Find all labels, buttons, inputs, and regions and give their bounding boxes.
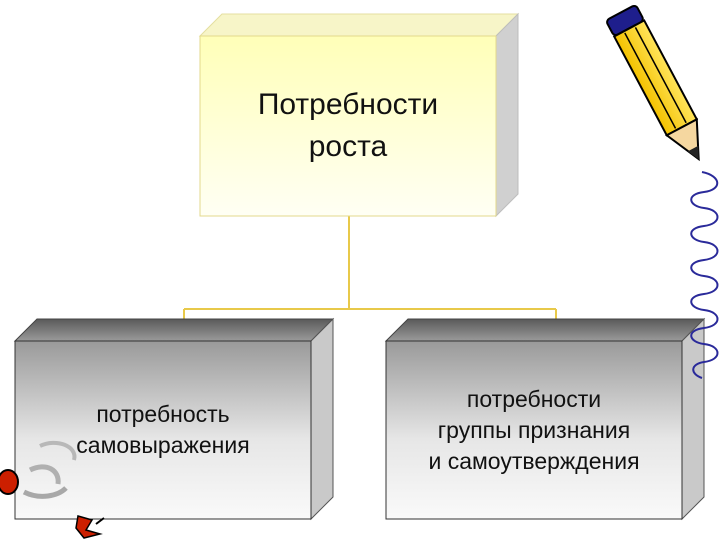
top-box bbox=[198, 12, 520, 218]
right-box bbox=[384, 317, 706, 521]
top-box-top-face bbox=[198, 13, 520, 37]
right-box-side-face bbox=[681, 317, 705, 521]
tree-connectors bbox=[183, 216, 557, 320]
top-box-side-face bbox=[495, 12, 519, 218]
right-box-label: потребности группы признания и самоутвер… bbox=[428, 385, 640, 474]
pencil-icon bbox=[606, 4, 700, 162]
right-box-top-face bbox=[384, 318, 706, 342]
spiral-icon bbox=[690, 171, 719, 379]
top-box-label: Потребности роста bbox=[257, 88, 439, 163]
left-box bbox=[13, 317, 335, 521]
right-box-front-face bbox=[385, 340, 683, 520]
top-box-front-face bbox=[199, 35, 497, 217]
left-box-label: потребность самовыражения bbox=[76, 401, 250, 458]
left-box-top-face bbox=[13, 318, 335, 342]
left-box-side-face bbox=[310, 317, 334, 521]
bug-clipart-icon bbox=[0, 440, 105, 539]
